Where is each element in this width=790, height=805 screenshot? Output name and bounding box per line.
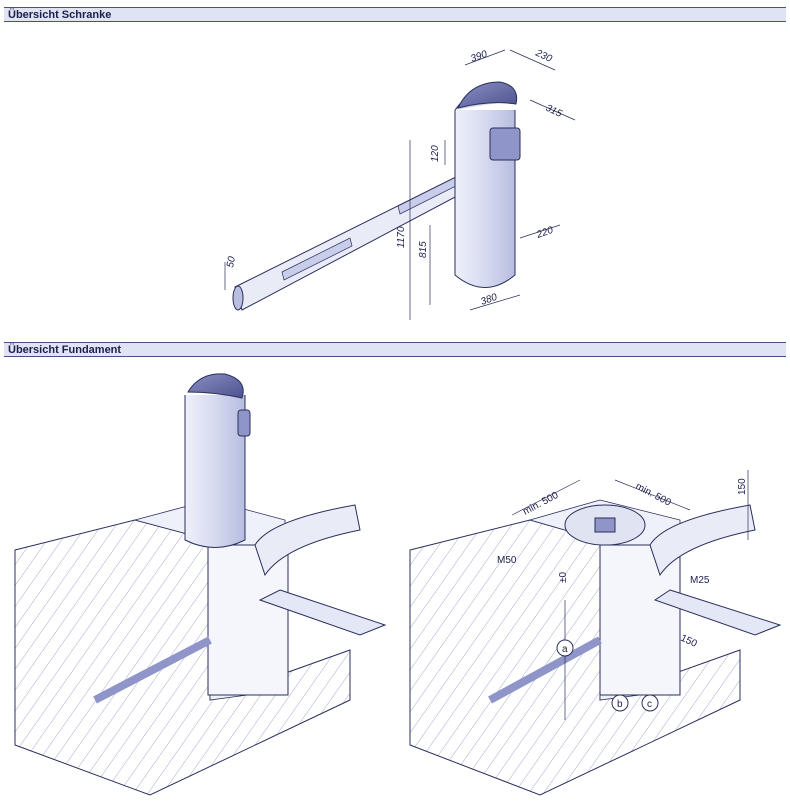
label-m50: M50 bbox=[497, 555, 517, 566]
dim-390: 390 bbox=[469, 49, 489, 65]
section-header-fundament: Übersicht Fundament bbox=[4, 342, 786, 357]
dim-815: 815 bbox=[418, 241, 429, 258]
section-title-fundament: Übersicht Fundament bbox=[8, 344, 122, 356]
label-150-side: 150 bbox=[679, 633, 699, 650]
dimension-lines bbox=[224, 49, 576, 320]
dim-230: 230 bbox=[533, 47, 554, 65]
dim-380: 380 bbox=[479, 292, 499, 308]
barrier-post bbox=[454, 81, 521, 288]
barrier-overview-drawing: 390 230 315 120 1170 815 220 380 50 bbox=[224, 47, 576, 320]
label-150-top: 150 bbox=[737, 478, 748, 495]
dim-120: 120 bbox=[430, 145, 441, 162]
label-zero-level: ±0 bbox=[558, 572, 569, 583]
section-header-schranke: Übersicht Schranke bbox=[4, 7, 786, 22]
section-title-schranke: Übersicht Schranke bbox=[8, 9, 112, 21]
dim-50: 50 bbox=[225, 255, 238, 268]
foundation-drawing-dimensions: min. 500 min. 500 150 M50 M25 150 ±0 a b… bbox=[409, 470, 782, 796]
dim-220: 220 bbox=[534, 225, 555, 242]
foundation-drawing-installed bbox=[14, 373, 387, 796]
callout-b: b bbox=[617, 699, 623, 710]
callout-c: c bbox=[647, 699, 652, 710]
callout-a: a bbox=[562, 644, 568, 655]
label-min500-right: min. 500 bbox=[634, 481, 673, 509]
label-m25: M25 bbox=[690, 575, 710, 586]
dim-1170: 1170 bbox=[396, 226, 407, 248]
dim-315: 315 bbox=[544, 103, 564, 120]
